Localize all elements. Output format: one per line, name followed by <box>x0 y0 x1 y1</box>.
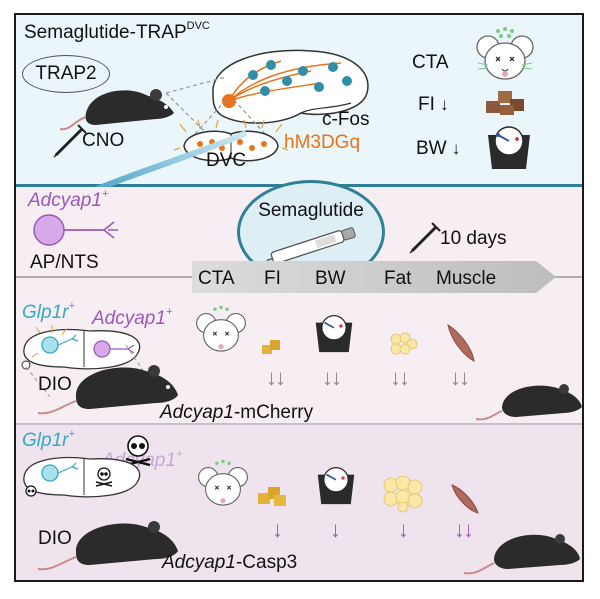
syringe-icon-2 <box>409 222 441 254</box>
timeline-bw: BW <box>315 268 346 289</box>
lean-mouse-icon <box>475 384 582 421</box>
figure-frame: Semaglutide-TRAPDVC TRAP2 CNO c-Fos <box>14 13 584 582</box>
bw-down-arrow-p: ↓ <box>330 517 341 542</box>
adcyap1-label: Adcyap1+ <box>28 188 109 211</box>
dio-label-c: DIO <box>38 528 72 549</box>
timeline-arrow <box>16 261 582 293</box>
food-pellets-icon <box>486 91 524 115</box>
dio-mouse-icon-2 <box>37 521 178 571</box>
cfos-label: c-Fos <box>322 109 370 130</box>
fat-down-arrow-p: ↓ <box>398 517 409 542</box>
gray-divider <box>16 423 582 425</box>
brainstem-circuit-icon-2 <box>23 456 141 498</box>
muscle-down-arrows-p: ↓↓ <box>454 517 474 542</box>
timeline-cta: CTA <box>198 268 235 289</box>
brainstem-circuit-icon <box>21 325 141 370</box>
muscle-icon-2 <box>451 484 479 514</box>
scale-icon-2 <box>315 314 353 353</box>
dvc-icon <box>173 119 289 162</box>
dvc-label: DVC <box>206 150 247 171</box>
scale-icon-3 <box>317 466 355 505</box>
fi-down-arrows: ↓↓ <box>266 365 286 390</box>
days-label: 10 days <box>440 228 507 249</box>
fi-label: FI ↓ <box>418 94 449 115</box>
bw-label: BW ↓ <box>416 138 461 159</box>
zoom-lines <box>165 76 267 136</box>
panel-title: Semaglutide-TRAPDVC <box>24 20 210 43</box>
trap2-ellipse: TRAP2 <box>22 55 110 93</box>
hm3dgq-label: hM3DGq <box>284 132 361 153</box>
timeline-fat: Fat <box>384 268 412 289</box>
fat-large-icon <box>383 475 423 513</box>
cno-label: CNO <box>82 130 125 151</box>
dio-mouse-icon <box>37 365 178 415</box>
muscle-icon <box>447 323 475 362</box>
cta-label: CTA <box>412 52 449 73</box>
brain-icon <box>212 49 369 124</box>
syringe-icon <box>53 124 87 158</box>
skull-icon <box>125 435 151 467</box>
lean-mouse-icon-2 <box>463 534 580 575</box>
fat-small-icon <box>390 332 418 355</box>
mouse-face-icon-2 <box>196 305 246 352</box>
timeline-fi: FI <box>264 268 281 289</box>
scale-icon <box>488 126 530 169</box>
model-casp3-label: Adcyap1-Casp3 <box>162 552 298 573</box>
trap2-label: TRAP2 <box>35 63 97 84</box>
glp1r-label: Glp1r+ <box>22 300 75 323</box>
adcyap1-neuron-icon <box>33 214 118 246</box>
fi-down-arrow-p: ↓ <box>272 517 283 542</box>
food-large-icon <box>258 487 286 506</box>
mouse-face-icon <box>476 27 534 80</box>
timeline-muscle: Muscle <box>436 268 497 289</box>
ap-nts-label: AP/NTS <box>30 252 99 273</box>
glp1r-label-c: Glp1r+ <box>22 428 75 451</box>
dio-label: DIO <box>38 374 72 395</box>
semaglutide-label: Semaglutide <box>258 200 364 221</box>
adcyap1-label-b: Adcyap1+ <box>92 306 173 329</box>
trap2-mouse-icon <box>59 89 174 131</box>
model-mcherry-label: Adcyap1-mCherry <box>160 402 314 423</box>
title-superscript: DVC <box>186 20 210 32</box>
injection-pen-icon <box>266 227 356 265</box>
muscle-down-arrows: ↓↓ <box>450 365 470 390</box>
bw-down-arrows: ↓↓ <box>322 365 342 390</box>
fat-down-arrows: ↓↓ <box>390 365 410 390</box>
mouse-face-icon-3 <box>198 459 248 506</box>
food-small-icon <box>262 340 280 354</box>
